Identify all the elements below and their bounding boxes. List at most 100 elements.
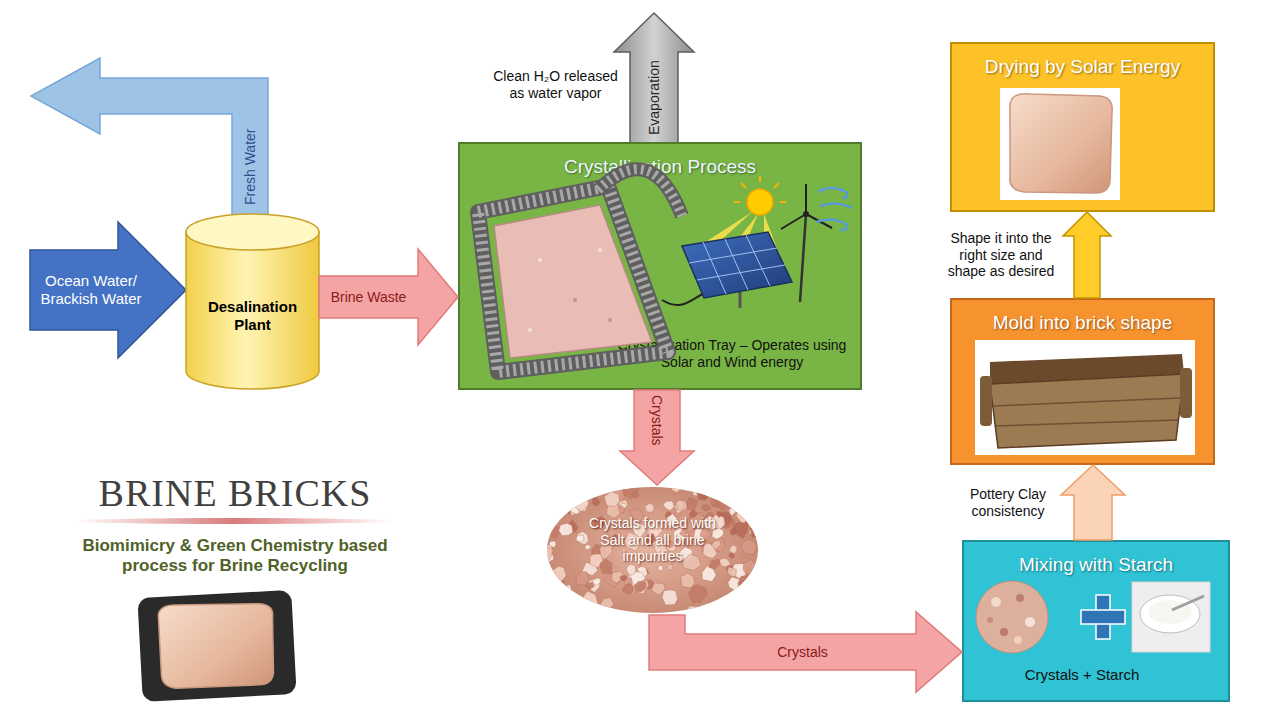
brick-photo [1000,88,1120,200]
turbine-blade [805,184,807,214]
crystal-grain [1014,636,1022,644]
node-outline [30,58,270,216]
process-box: Mold into brick shape [950,298,1215,465]
crystal-grain [542,489,554,501]
crystal-grain [573,495,588,511]
sun-beam [764,214,776,246]
crystal-grain [555,489,563,497]
node-title: Desalination Plant [196,286,309,346]
crystal-grain [735,480,751,496]
crystal-grain [687,497,698,510]
salt-speck [573,298,577,302]
crystal-texture [537,478,767,623]
mold-handle [1180,368,1192,418]
annotation: Clean H₂O released as water vapor [488,62,623,108]
crystal-grain [726,594,735,603]
arrow-shape [614,13,694,143]
wind-line [816,219,847,230]
node-title: Mixing with Starch [964,548,1228,582]
crystal-grain [542,576,556,590]
node-title: Crystallization Process [460,150,860,184]
panel-grid-line [746,235,770,286]
salt-speck [528,328,532,332]
crystal-grain [600,598,614,612]
crystal-grain [754,550,762,559]
crystal-grain [559,498,567,506]
crystal-grain [697,489,709,500]
starch-spoon [1172,596,1204,610]
cylinder-body [186,232,319,389]
crystal-grain [709,559,720,568]
crystal-grain [697,488,703,493]
plus-symbol [1096,595,1110,639]
crystal-grain [738,502,747,513]
crystal-grain [671,483,682,493]
photo-frame [137,590,296,702]
sun-rays [734,176,786,202]
turbine-pole [800,214,806,302]
crystal-grain [549,591,562,606]
crystal-grain [717,512,723,518]
wind-line [818,188,847,198]
salt-speck [598,248,602,252]
turbine-blade [806,214,832,228]
node-title: Mold into brick shape [952,306,1213,340]
salt-speck [608,318,612,322]
solar-panel [682,232,792,298]
node-text: Crystals + Starch [1002,662,1162,688]
crystal-grain [663,501,675,511]
process-box: Crystallization ProcessCrystallization T… [458,142,862,390]
crystal-grain [540,510,553,523]
flow-arrow [620,390,694,485]
crystal-grain [620,575,627,581]
crystal-grain [719,558,731,567]
power-wire [662,292,706,305]
sun-beam [690,212,752,254]
crystal-grain [592,498,600,506]
crystal-grain [693,479,710,494]
node-title: Crystals formed with Salt and all brine … [577,505,728,575]
panel-grid [689,235,785,294]
edge-label: Shape it into the right size and shape a… [943,221,1059,289]
crystal-grain [604,492,620,507]
brine-brick [158,600,276,690]
pile-base [545,485,760,615]
crystal-grain [719,480,735,499]
crystal-grain [658,565,663,571]
crystal-grain [740,478,759,495]
tray-coil [478,186,668,372]
starch-image [1132,582,1210,652]
crystals-image [976,581,1048,653]
crystal-grain [1000,628,1008,636]
crystal-grain [991,597,1001,607]
crystal-grain [720,598,735,612]
crystal-grain [543,594,558,607]
panel-grid-line [725,239,748,290]
crystal-grain [730,530,736,536]
crystal-grain [622,584,634,595]
flow-arrow [1063,212,1111,298]
crystal-grain [634,581,646,591]
crystal-grain [539,606,556,619]
crystal-grain [743,560,756,574]
crystal-grain [738,575,753,588]
crystal-grain [626,564,635,575]
crystal-grain [662,590,678,605]
arrow-shape [30,222,186,358]
salt-speck [538,258,542,262]
crystal-grain [746,478,760,495]
desalination-cylinder: Desalination Plant [186,214,319,389]
crystal-grain [632,492,639,498]
flow-arrow [319,249,458,345]
crystal-grain [652,583,666,595]
crystal-grain [702,505,711,511]
crystal-grain [577,535,585,542]
sun-ray [759,176,761,182]
crystal-grain [729,553,735,558]
crystal-grain [712,540,721,550]
panel-stand [739,292,742,308]
title-underline [73,518,393,524]
crystal-grain [729,545,737,554]
tray-coil-loop [598,169,682,216]
crystal-grain [537,546,553,561]
